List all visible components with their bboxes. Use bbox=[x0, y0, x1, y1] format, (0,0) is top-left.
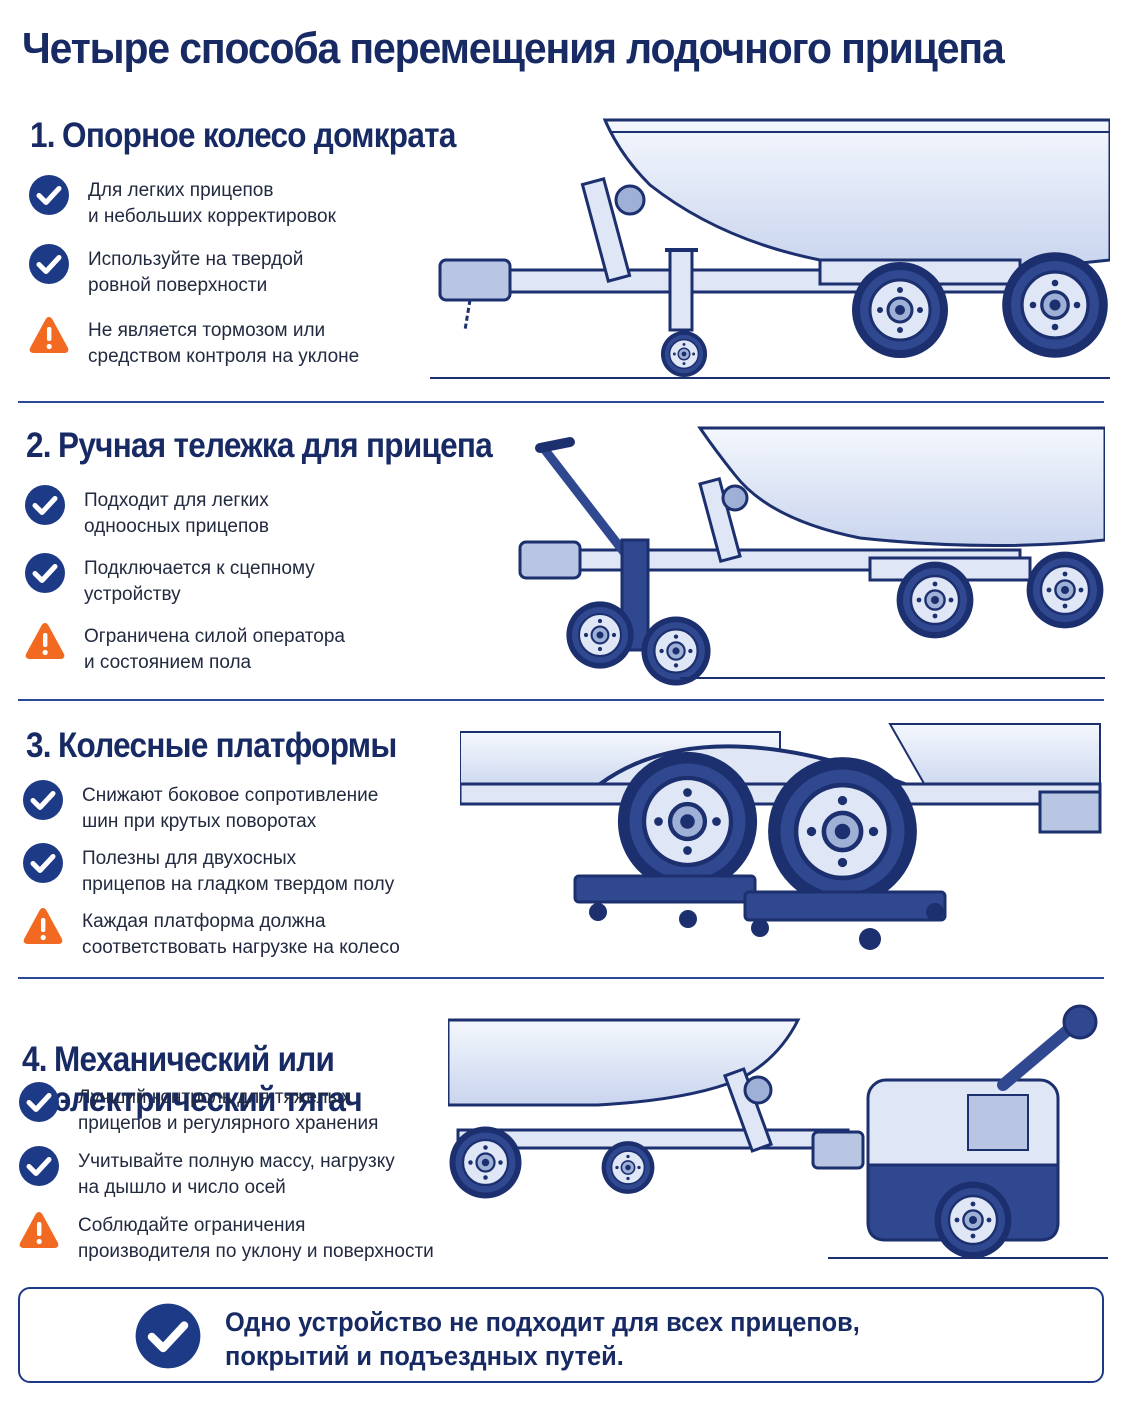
bottom-note-box: Одно устройство не подходит для всех при… bbox=[18, 1287, 1104, 1383]
section-2-item-1: Подходит для легких одноосных прицепов bbox=[24, 488, 269, 540]
section-3-item-1: Снижают боковое сопротивление шин при кр… bbox=[22, 783, 378, 835]
section-1-item-2: Используйте на твердой ровной поверхност… bbox=[28, 247, 303, 299]
section-4-item-2-text: Учитывайте полную массу, нагрузку на дыш… bbox=[78, 1151, 395, 1198]
section-divider bbox=[18, 401, 1104, 403]
section-2-item-1-text: Подходит для легких одноосных прицепов bbox=[84, 490, 269, 537]
section-3-item-2-text: Полезны для двухосных прицепов на гладко… bbox=[82, 848, 395, 895]
section-1-item-1: Для легких прицепов и небольших корректи… bbox=[28, 178, 336, 230]
section-4-number: 4. bbox=[22, 1040, 48, 1079]
check-circle-icon bbox=[24, 552, 66, 594]
section-4-item-1-text: Лучший контроль для тяжелых прицепов и р… bbox=[78, 1087, 379, 1134]
warning-triangle-icon bbox=[24, 620, 66, 662]
section-2-item-2-text: Подключается к сцепному устройству bbox=[84, 558, 315, 605]
section-4-item-3: Соблюдайте ограничения производителя по … bbox=[18, 1213, 434, 1265]
section-1-item-3-text: Не является тормозом или средством контр… bbox=[88, 320, 360, 367]
section-4-item-2: Учитывайте полную массу, нагрузку на дыш… bbox=[18, 1149, 395, 1201]
electric-tug-trailer-illustration bbox=[448, 1004, 1108, 1260]
section-4-title: Механический или электрический тягач bbox=[54, 1040, 363, 1119]
section-2-item-2: Подключается к сцепному устройству bbox=[24, 556, 315, 608]
section-3-item-2: Полезны для двухосных прицепов на гладко… bbox=[22, 846, 394, 898]
section-3-number: 3. bbox=[26, 726, 52, 765]
section-3-item-3: Каждая платформа должна соответствовать … bbox=[22, 909, 400, 961]
section-2-title: Ручная тележка для прицепа bbox=[58, 426, 493, 465]
section-1-title: Опорное колесо домкрата bbox=[62, 116, 456, 155]
section-4-heading: 4.Механический или электрический тягач bbox=[22, 1000, 363, 1120]
warning-triangle-icon bbox=[18, 1209, 60, 1251]
check-circle-icon bbox=[24, 484, 66, 526]
section-2-item-3-text: Ограничена силой оператора и состоянием … bbox=[84, 626, 345, 673]
section-3-title: Колесные платформы bbox=[58, 726, 397, 765]
warning-triangle-icon bbox=[28, 314, 70, 356]
section-2-number: 2. bbox=[26, 426, 52, 465]
section-divider bbox=[18, 977, 1104, 979]
check-circle-icon bbox=[22, 842, 64, 884]
check-circle-icon bbox=[18, 1081, 60, 1123]
section-4-item-1: Лучший контроль для тяжелых прицепов и р… bbox=[18, 1085, 378, 1137]
section-1-item-1-text: Для легких прицепов и небольших корректи… bbox=[88, 180, 336, 227]
hand-dolly-trailer-illustration bbox=[518, 426, 1105, 687]
section-1-item-2-text: Используйте на твердой ровной поверхност… bbox=[88, 249, 304, 296]
section-2-item-3: Ограничена силой оператора и состоянием … bbox=[24, 624, 345, 676]
bottom-note-text: Одно устройство не подходит для всех при… bbox=[225, 1307, 860, 1371]
section-2-heading: 2.Ручная тележка для прицепа bbox=[26, 426, 493, 466]
check-circle-icon bbox=[28, 243, 70, 285]
section-divider bbox=[18, 699, 1104, 701]
section-1-number: 1. bbox=[30, 116, 56, 155]
check-circle-icon bbox=[28, 174, 70, 216]
page-title: Четыре способа перемещения лодочного при… bbox=[22, 24, 1005, 73]
check-circle-icon bbox=[22, 779, 64, 821]
wheel-platforms-trailer-illustration bbox=[460, 723, 1102, 950]
check-circle-icon bbox=[134, 1302, 202, 1370]
jack-wheel-trailer-illustration bbox=[430, 118, 1110, 379]
section-3-item-3-text: Каждая платформа должна соответствовать … bbox=[82, 911, 400, 958]
check-circle-icon bbox=[18, 1145, 60, 1187]
section-4-item-3-text: Соблюдайте ограничения производителя по … bbox=[78, 1215, 434, 1262]
warning-triangle-icon bbox=[22, 905, 64, 947]
section-1-heading: 1.Опорное колесо домкрата bbox=[30, 116, 456, 156]
section-3-item-1-text: Снижают боковое сопротивление шин при кр… bbox=[82, 785, 379, 832]
section-3-heading: 3.Колесные платформы bbox=[26, 726, 397, 766]
section-1-item-3: Не является тормозом или средством контр… bbox=[28, 318, 359, 370]
